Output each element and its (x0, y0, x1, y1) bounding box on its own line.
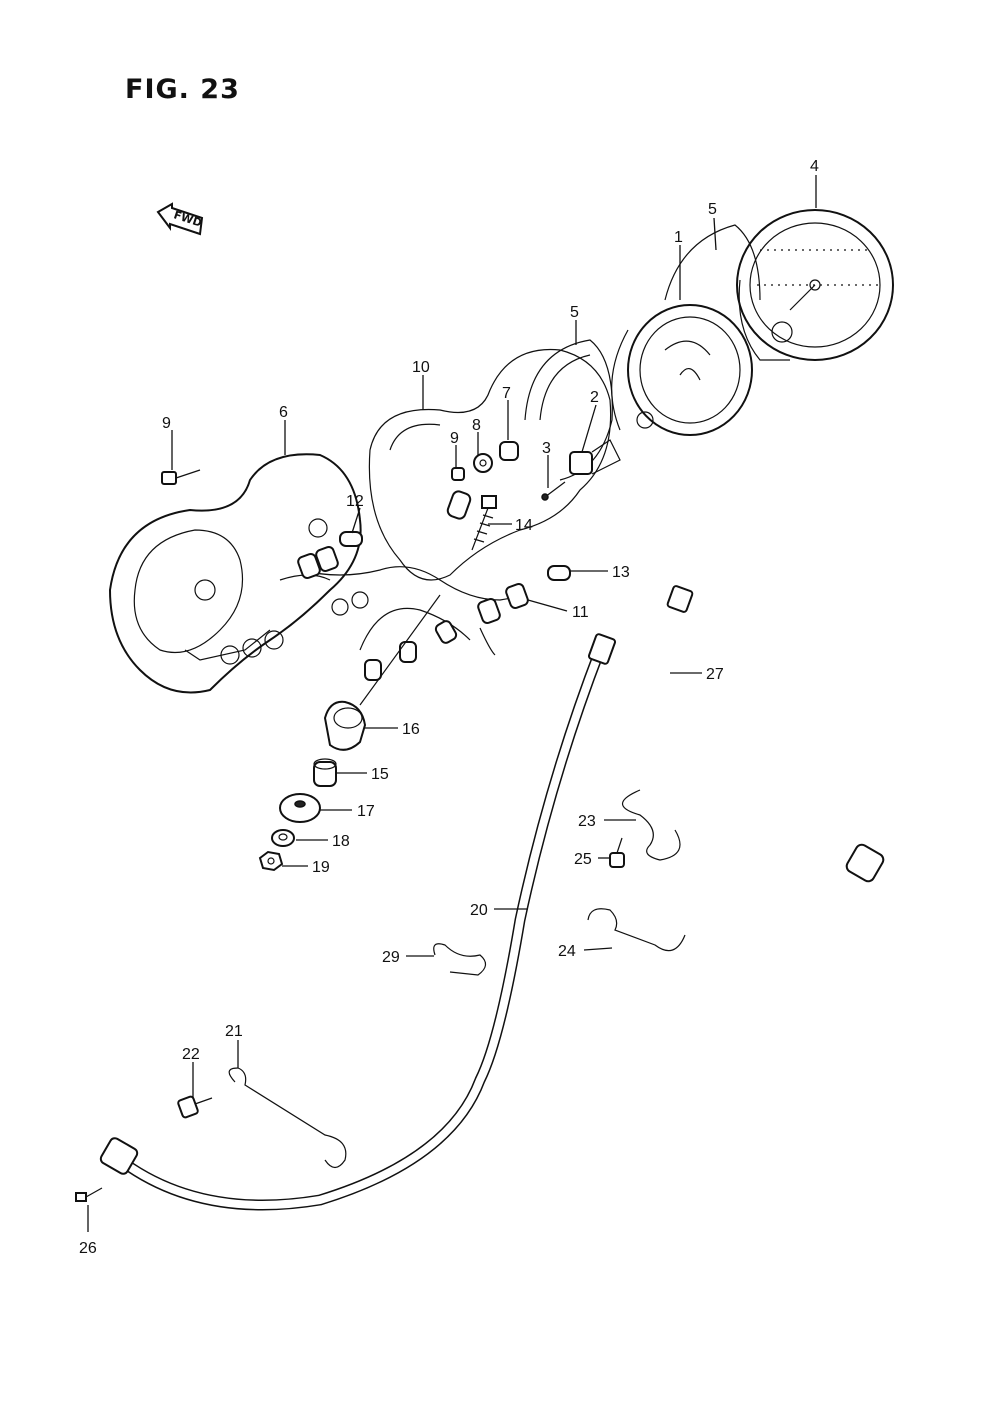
callout-1: 1 (674, 229, 683, 246)
callout-27: 26 (79, 1240, 97, 1257)
wiring-harness (297, 490, 529, 706)
washer-19 (271, 829, 295, 847)
callout-17: 16 (402, 721, 420, 738)
tachometer-gauge (736, 209, 894, 361)
grommet-7 (499, 441, 519, 461)
callout-25: 24 (558, 943, 576, 960)
screw-15 (471, 495, 497, 551)
callout-21: 20 (470, 902, 488, 919)
nut-20 (258, 850, 284, 872)
bulb-13 (339, 531, 363, 547)
callout-3: 3 (542, 440, 551, 457)
callout-18: 17 (357, 803, 375, 820)
speedometer-gauge (611, 304, 753, 436)
callout-9: 9 (450, 430, 459, 447)
screw-3 (541, 481, 566, 501)
callout-6: 6 (279, 404, 288, 421)
callout-16: 15 (371, 766, 389, 783)
tachometer-cable (666, 585, 885, 883)
callout-29: 29 (382, 949, 400, 966)
callout-11: 10 (412, 359, 430, 376)
cushion-18 (279, 793, 321, 823)
callout-20: 19 (312, 859, 330, 876)
callout-28: 27 (706, 666, 724, 683)
callout-26: 25 (574, 851, 592, 868)
screw-27 (75, 1187, 103, 1202)
callout-labels: 4 5 1 5 10 6 9 7 8 9 2 3 12 14 13 11 16 … (79, 158, 819, 1257)
washer-8 (473, 453, 493, 473)
callout-5-upper: 5 (708, 201, 717, 218)
screw-10 (161, 469, 201, 485)
gasket (368, 348, 612, 581)
callout-19: 18 (332, 833, 350, 850)
speedometer-cable (99, 633, 616, 1211)
spacer-16 (313, 758, 337, 787)
cushion-17 (323, 700, 367, 751)
cushion-lower (524, 339, 613, 481)
meter-case (108, 453, 369, 694)
clamp-22 (228, 1067, 347, 1169)
callout-23: 22 (182, 1046, 200, 1063)
leader-lines (87, 175, 817, 1232)
callout-5-lower: 5 (570, 304, 579, 321)
figure-title: FIG. 23 (125, 74, 240, 105)
bulb-14 (547, 565, 571, 581)
callout-4: 4 (810, 158, 819, 175)
callout-8: 8 (472, 417, 481, 434)
fwd-arrow-icon: FWD (156, 202, 203, 236)
callout-14: 13 (612, 564, 630, 581)
callout-15: 14 (515, 517, 533, 534)
knob-2 (569, 439, 621, 475)
callout-13: 12 (346, 493, 364, 510)
callout-2: 2 (590, 389, 599, 406)
bolt-23 (177, 1095, 213, 1119)
clamp-24 (621, 789, 681, 861)
callout-7: 7 (502, 385, 511, 402)
callout-12: 11 (572, 604, 589, 621)
callout-22: 21 (225, 1023, 243, 1040)
clamp-25 (587, 908, 686, 952)
callout-24: 23 (578, 813, 596, 830)
clamp-29 (433, 943, 487, 976)
callout-10: 9 (162, 415, 171, 432)
cushion-upper (664, 224, 761, 301)
washer-9 (451, 467, 465, 481)
bolt-26 (609, 837, 625, 868)
